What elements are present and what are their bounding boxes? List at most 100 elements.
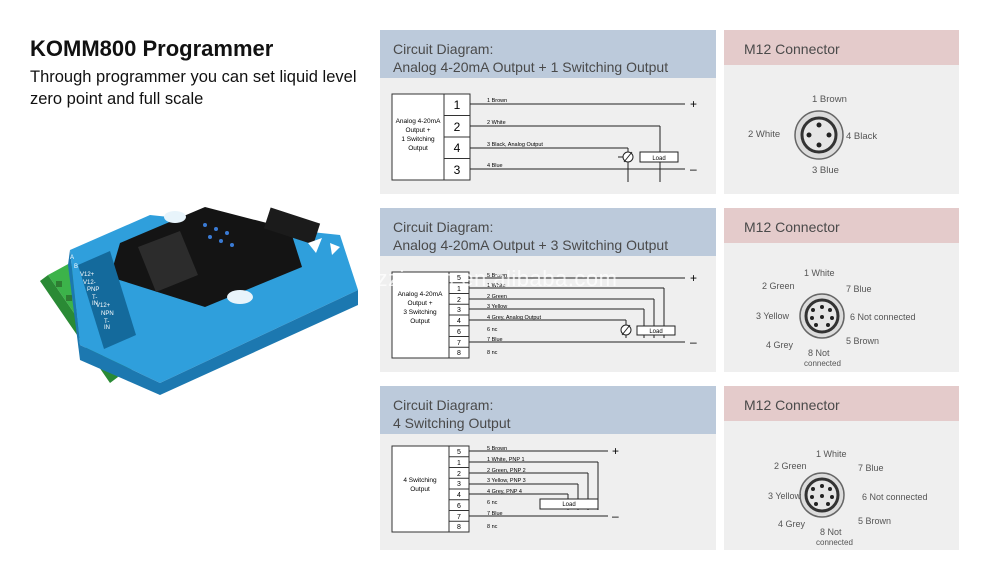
circuit3-wire-6: 6 nc: [487, 500, 498, 506]
circuit2-wire-8: 8 nc: [487, 350, 498, 356]
circuit2-pin-5: 5: [457, 275, 461, 282]
m12-connector-panel-2: M12 Connector 1 White 7 Blue 2 Green 3 Y…: [724, 208, 959, 372]
circuit3-plus: +: [612, 444, 619, 458]
m12-2-pin-3: 3 Yellow: [756, 311, 790, 321]
circuit2-pin-2: 2: [457, 297, 461, 304]
circuit2-box-label-3: 3 Switching: [403, 309, 437, 316]
circuit2-wire-4: 3 Yellow: [487, 304, 507, 310]
circuit3-wire-5: 4 Grey, PNP 4: [487, 489, 522, 495]
m12-3-pin-1: 1 White: [816, 449, 847, 459]
device-label-pnp: PNP: [87, 287, 100, 293]
circuit-header-3-line2: 4 Switching Output: [393, 415, 511, 431]
circuit3-wire-1: 5 Brown: [487, 446, 507, 452]
circuit1-box-label-1: Analog 4-20mA: [396, 118, 441, 125]
circuit1-pin-4: 4: [454, 141, 461, 155]
circuit3-wire-8: 8 nc: [487, 524, 498, 530]
circuit2-pin-4: 4: [457, 318, 461, 325]
circuit2-wire-3: 2 Green: [487, 294, 507, 300]
circuit2-pin-3: 3: [457, 307, 461, 314]
circuit2-minus: –: [690, 335, 697, 349]
m12-3-pin-5: 5 Brown: [858, 516, 891, 526]
m12-header-2: M12 Connector: [724, 208, 959, 243]
circuit-header-2-line1: Circuit Diagram:: [393, 219, 494, 235]
m12-header-1-title: M12 Connector: [744, 41, 840, 57]
circuit2-pin-7: 7: [457, 340, 461, 347]
m12-3-pin-6: 6 Not connected: [862, 492, 928, 502]
circuit2-pin-6: 6: [457, 329, 461, 336]
m12-header-2-title: M12 Connector: [744, 219, 840, 235]
circuit1-wire-3: 3 Black, Analog Output: [487, 142, 543, 148]
m12-connector-panel-1: M12 Connector 1 Brown 2 White 4 Black 3 …: [724, 30, 959, 194]
circuit-diagram-panel-2: Circuit Diagram: Analog 4-20mA Output + …: [380, 208, 716, 372]
m12-header-1: M12 Connector: [724, 30, 959, 65]
circuit3-wire-3: 2 Green, PNP 2: [487, 468, 526, 474]
m12-2-pin-5: 5 Brown: [846, 336, 879, 346]
circuit-schematic-3: 4 Switching Output 5 1 2 3 4 6 7 8 Load …: [391, 444, 619, 533]
circuit3-pin-4: 4: [457, 492, 461, 499]
m12-2-pin-7: 7 Blue: [846, 284, 872, 294]
m12-8pin-diagram-1: 1 White 7 Blue 2 Green 3 Yellow 6 Not co…: [756, 268, 916, 368]
m12-2-pin-8-cont: connected: [804, 359, 841, 368]
m12-4pin-diagram: 1 Brown 2 White 4 Black 3 Blue: [748, 94, 877, 176]
circuit2-box-label-4: Output: [410, 318, 430, 325]
device-label-a: A: [70, 255, 75, 261]
circuit3-wire-4: 3 Yellow, PNP 3: [487, 478, 526, 484]
circuit2-wire-7: 7 Blue: [487, 337, 503, 343]
m12-3-pin-3: 3 Yellow: [768, 491, 802, 501]
m12-3-pin-2: 2 Green: [774, 461, 807, 471]
device-label-tin-2: T-IN: [104, 319, 110, 331]
circuit2-plus: +: [690, 271, 697, 285]
m12-1-pin-2: 2 White: [748, 129, 780, 140]
circuit-header-1-line1: Circuit Diagram:: [393, 41, 494, 57]
m12-2-pin-8: 8 Not: [808, 348, 830, 358]
circuit1-pin-3: 3: [454, 163, 461, 177]
device-label-b: B: [74, 264, 79, 270]
circuit3-pin-2: 2: [457, 471, 461, 478]
circuit3-load-label: Load: [562, 502, 575, 508]
m12-3-pin-4: 4 Grey: [778, 519, 806, 529]
m12-connector-panel-3: M12 Connector 1 White 7 Blue 2 Green 3 Y…: [724, 386, 959, 550]
circuit2-wire-2: 1 White: [487, 283, 506, 289]
page-title: KOMM800 Programmer: [30, 36, 274, 61]
watermark: szziyuan.en.alibaba.com: [365, 266, 618, 291]
circuit2-load-label: Load: [649, 329, 662, 335]
circuit3-wire-2: 1 White, PNP 1: [487, 457, 525, 463]
circuit-header-2-line2: Analog 4-20mA Output + 3 Switching Outpu…: [393, 237, 669, 253]
m12-8pin-diagram-2: 1 White 7 Blue 2 Green 3 Yellow 6 Not co…: [768, 449, 928, 547]
circuit3-pin-7: 7: [457, 514, 461, 521]
circuit-header-2: Circuit Diagram: Analog 4-20mA Output + …: [380, 208, 716, 256]
circuit1-load-label: Load: [652, 156, 665, 162]
device-label-tin-1: T-IN: [92, 295, 98, 307]
circuit3-pin-6: 6: [457, 503, 461, 510]
m12-header-3-title: M12 Connector: [744, 397, 840, 413]
circuit3-pin-3: 3: [457, 481, 461, 488]
circuit2-box-label-2: Output +: [407, 300, 432, 307]
programmer-device-image: [40, 207, 358, 395]
circuit1-box-label-2: Output +: [405, 127, 430, 134]
circuit3-pin-1: 1: [457, 460, 461, 467]
m12-1-pin-4: 4 Black: [846, 131, 877, 142]
circuit2-wire-5: 4 Grey, Analog Output: [487, 315, 541, 321]
m12-1-pin-1: 1 Brown: [812, 94, 847, 105]
circuit-diagram-panel-3: Circuit Diagram: 4 Switching Output 4 Sw…: [380, 386, 716, 550]
m12-2-pin-1: 1 White: [804, 268, 835, 278]
device-label-npn: NPN: [101, 311, 114, 317]
circuit3-pin-8: 8: [457, 524, 461, 531]
circuit1-box-label-3: 1 Switching: [401, 136, 435, 143]
circuit2-wire-6: 6 nc: [487, 327, 498, 333]
circuit-header-1-line2: Analog 4-20mA Output + 1 Switching Outpu…: [393, 59, 669, 75]
circuit1-pin-1: 1: [454, 98, 461, 112]
device-label-v12plus-2: V12+: [96, 303, 111, 309]
m12-3-pin-8: 8 Not: [820, 527, 842, 537]
circuit2-pin-8: 8: [457, 350, 461, 357]
circuit3-box-label-1: 4 Switching: [403, 477, 437, 484]
m12-3-pin-8-cont: connected: [816, 538, 853, 547]
m12-2-pin-6: 6 Not connected: [850, 312, 916, 322]
circuit-header-3-line1: Circuit Diagram:: [393, 397, 494, 413]
device-label-v12plus: V12+: [80, 272, 95, 278]
circuit1-wire-2: 2 White: [487, 120, 506, 126]
circuit1-pin-2: 2: [454, 120, 461, 134]
circuit1-wire-1: 1 Brown: [487, 98, 507, 104]
circuit3-box-label-2: Output: [410, 486, 430, 493]
circuit-schematic-1: Analog 4-20mA Output + 1 Switching Outpu…: [391, 93, 697, 182]
